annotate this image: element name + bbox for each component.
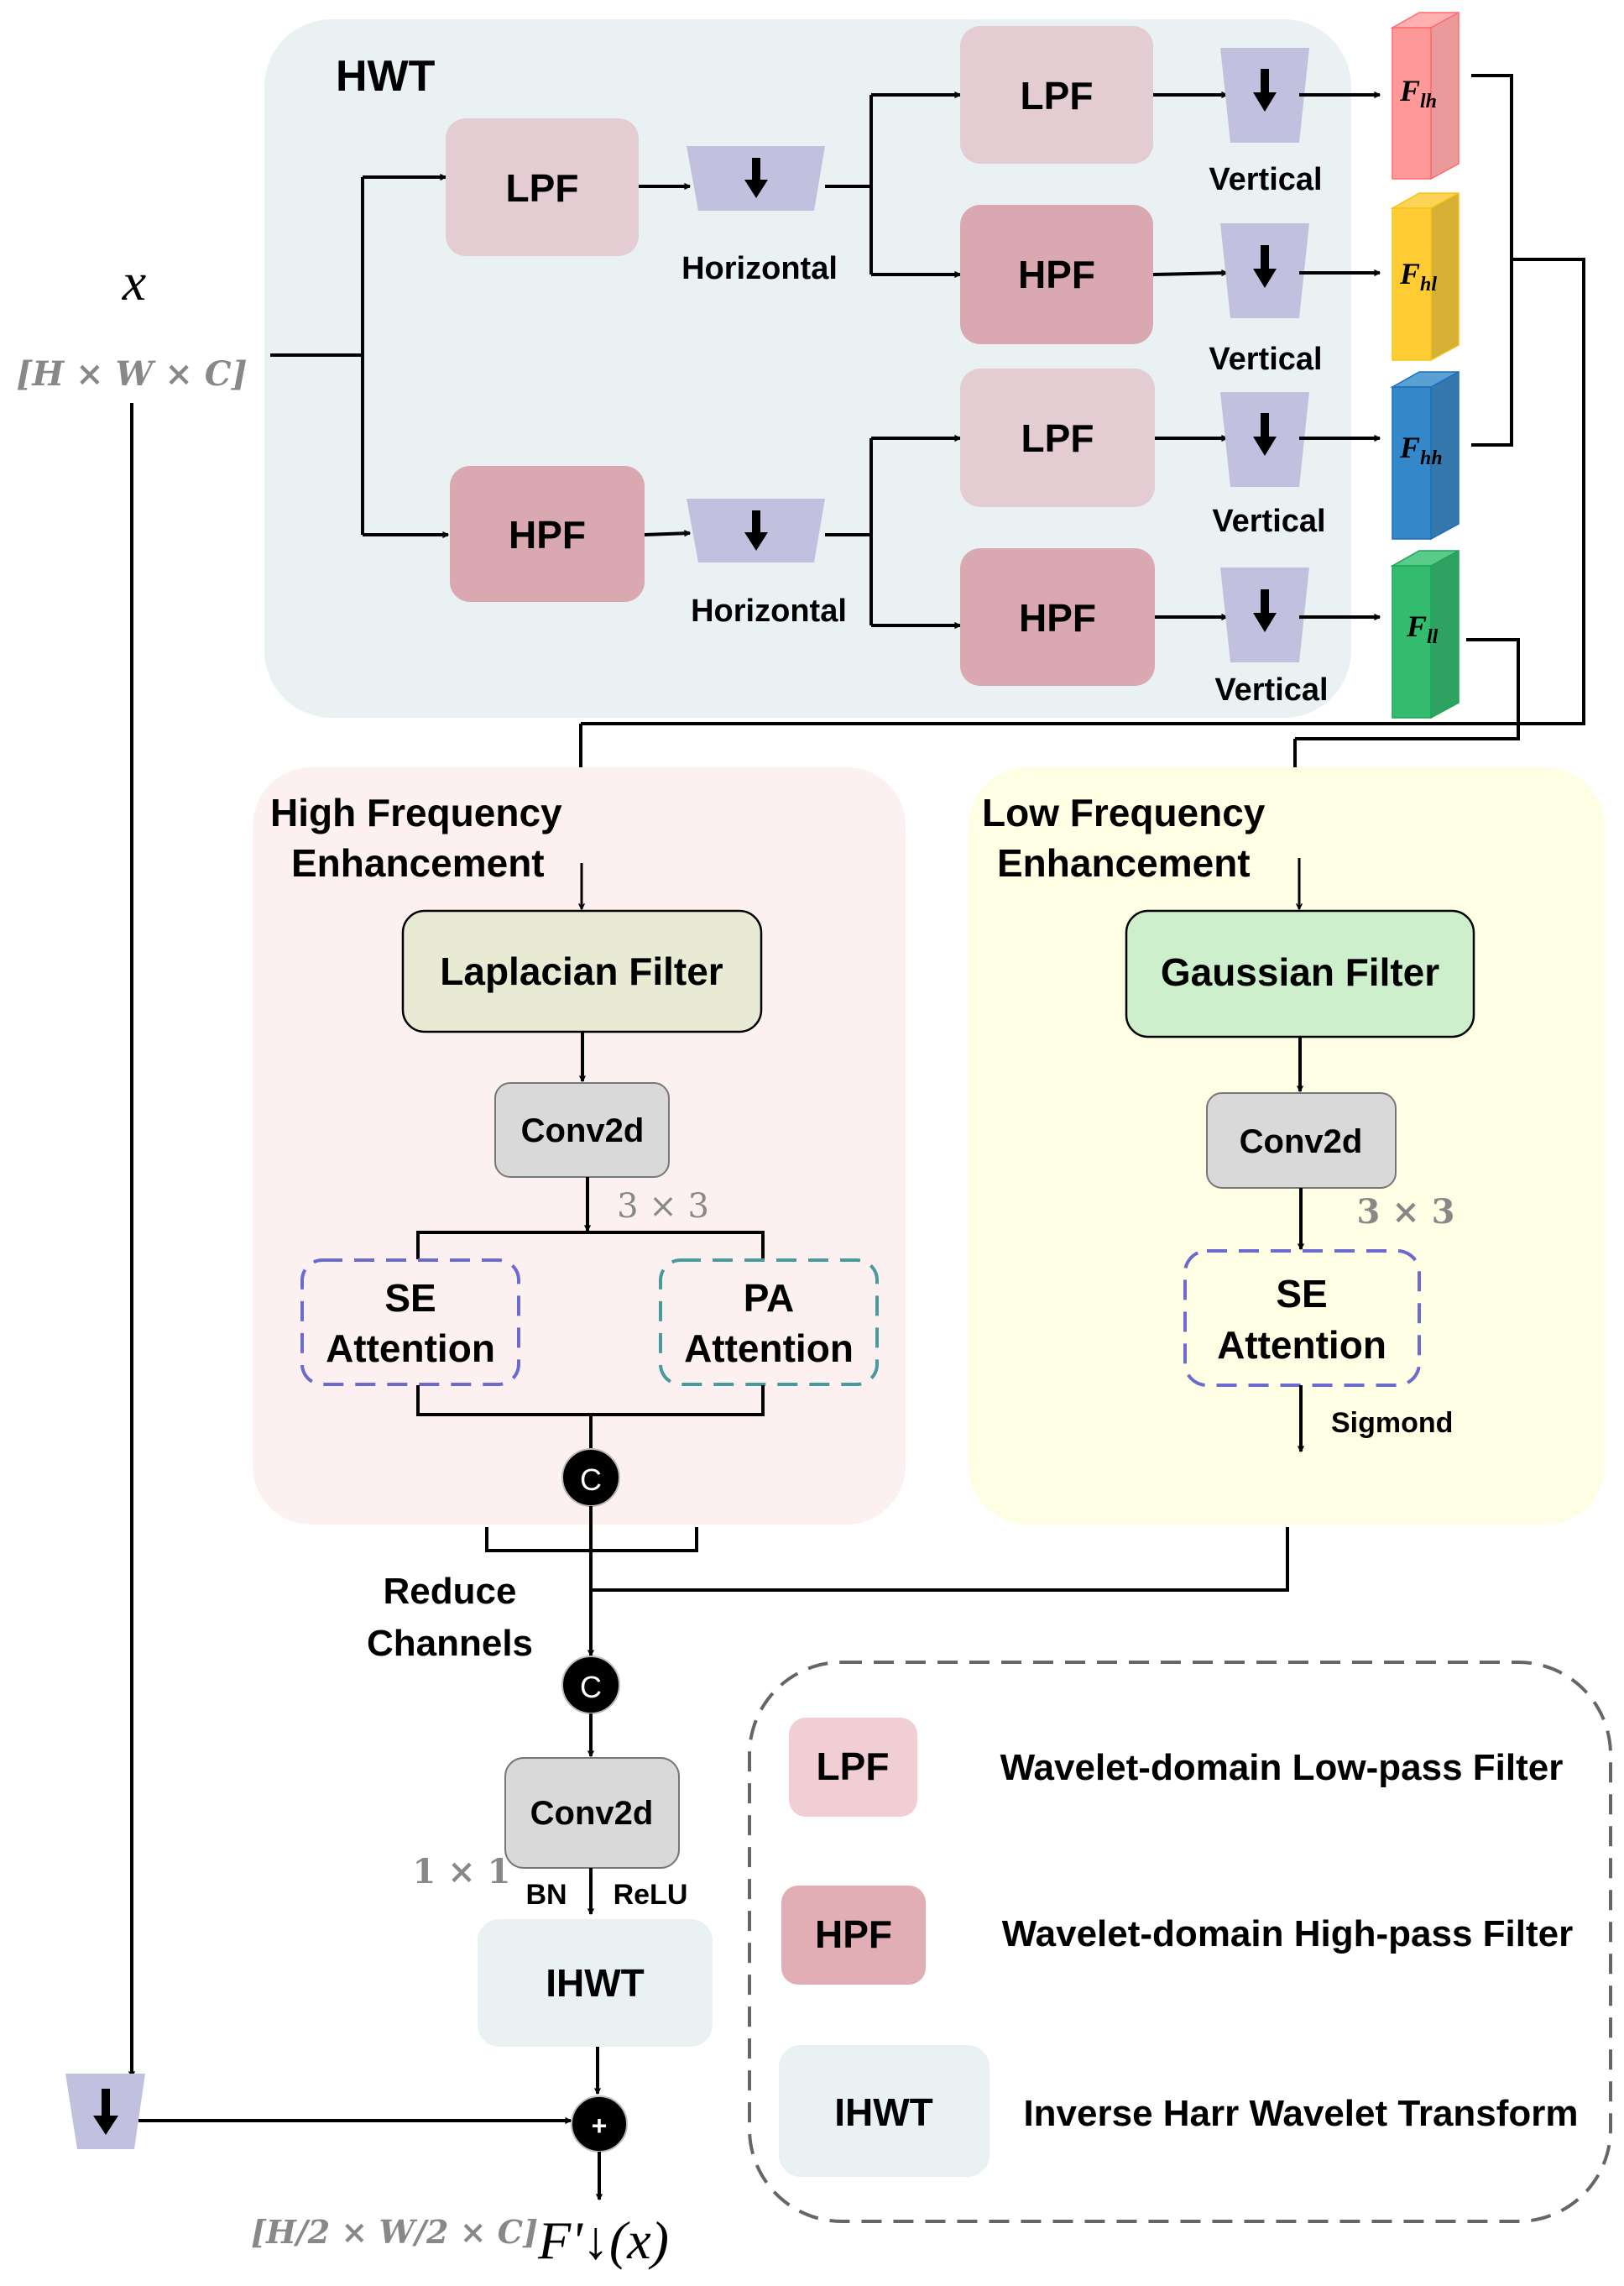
svg-text:F: F [1399, 257, 1420, 290]
svg-text:HPF: HPF [815, 1912, 892, 1956]
feature-cube-hl: F hl [1390, 191, 1460, 362]
hwt-lpf-2a: LPF [960, 26, 1153, 164]
svg-text:SE: SE [384, 1276, 436, 1320]
svg-text:hl: hl [1420, 274, 1437, 296]
concat-node-fusion: C [561, 1656, 620, 1714]
svg-text:LPF: LPF [1021, 416, 1094, 460]
svg-text:IHWT: IHWT [546, 1961, 645, 2005]
svg-text:lh: lh [1420, 91, 1437, 112]
feature-cube-ll: F ll [1390, 549, 1460, 719]
legend-item-lpf: LPF Wavelet-domain Low-pass Filter [789, 1718, 1563, 1817]
svg-text:Wavelet-domain High-pass Filte: Wavelet-domain High-pass Filter [1002, 1913, 1573, 1954]
bn-label: BN [525, 1879, 567, 1911]
add-node: + [571, 2095, 628, 2153]
down-arrow-icon [1253, 589, 1277, 632]
laplacian-filter-box: Laplacian Filter [401, 909, 763, 1033]
down-arrow-icon [744, 510, 768, 551]
hwt-hpf-1: HPF [450, 466, 645, 602]
svg-text:IHWT: IHWT [834, 2090, 933, 2134]
svg-text:Conv2d: Conv2d [521, 1112, 645, 1149]
svg-text:Vertical: Vertical [1209, 342, 1322, 377]
downsample-vertical-1: Vertical [1153, 48, 1380, 197]
output-shape: [H/2 × W/2 × C] [251, 2213, 538, 2251]
pa-attention-box: PA Attention [659, 1258, 879, 1386]
svg-text:Attention: Attention [326, 1326, 495, 1370]
lf-kernel-size: 3 × 3 [1356, 1192, 1454, 1232]
svg-text:Vertical: Vertical [1214, 672, 1328, 708]
hwt-title: HWT [336, 52, 436, 101]
svg-text:LPF: LPF [817, 1745, 890, 1788]
down-arrow-icon [744, 158, 768, 198]
hwt-lpf-1: LPF [446, 118, 639, 256]
down-arrow-icon [1253, 245, 1277, 288]
svg-text:Gaussian Filter: Gaussian Filter [1161, 950, 1439, 994]
svg-text:Laplacian Filter: Laplacian Filter [440, 949, 723, 993]
svg-text:PA: PA [744, 1276, 795, 1320]
legend-item-ihwt: IHWT Inverse Harr Wavelet Transform [779, 2045, 1579, 2177]
input-symbol: x [122, 252, 146, 311]
downsample-horizontal-1 [687, 146, 825, 211]
svg-text:SE: SE [1276, 1272, 1327, 1316]
svg-text:Attention: Attention [684, 1326, 854, 1370]
down-arrow-icon [93, 2089, 118, 2135]
high-frequency-title-1: High Frequency [270, 791, 562, 834]
svg-text:HPF: HPF [509, 513, 586, 557]
concat-node-hf: C [561, 1448, 620, 1507]
hf-kernel-size: 3 × 3 [617, 1187, 709, 1226]
se-attention-box-hf: SE Attention [300, 1258, 520, 1386]
svg-text:C: C [580, 1462, 602, 1497]
hf-conv2d-box: Conv2d [494, 1082, 670, 1178]
downsample-horizontal-2 [687, 499, 825, 562]
se-attention-box-lf: SE Attention [1183, 1249, 1421, 1387]
reduce-channels-line2: Channels [367, 1623, 533, 1664]
down-arrow-icon [1253, 413, 1277, 456]
svg-text:LPF: LPF [506, 166, 579, 210]
down-arrow-icon [1253, 69, 1277, 112]
hwt-hpf-2a: HPF [960, 205, 1153, 344]
fusion-kernel-size: 1 × 1 [412, 1852, 510, 1891]
svg-text:HPF: HPF [1018, 253, 1095, 296]
skip-downsample [65, 2074, 145, 2149]
svg-text:Attention: Attention [1217, 1323, 1386, 1367]
relu-label: ReLU [614, 1879, 688, 1911]
svg-text:Inverse Harr Wavelet Transform: Inverse Harr Wavelet Transform [1023, 2093, 1578, 2134]
svg-text:C: C [580, 1670, 602, 1704]
svg-text:F: F [1399, 431, 1420, 464]
feature-cube-lh: F lh [1390, 11, 1460, 180]
downsample-vertical-3: Vertical [1155, 392, 1380, 539]
svg-text:+: + [592, 2111, 608, 2141]
ihwt-box: IHWT [478, 1919, 713, 2047]
downsample-vertical-2: Vertical [1152, 223, 1380, 377]
svg-text:Wavelet-domain Low-pass Filter: Wavelet-domain Low-pass Filter [1000, 1747, 1564, 1788]
output-symbol: F'↓(x) [537, 2210, 669, 2270]
reduce-channels-line1: Reduce [384, 1571, 517, 1612]
svg-text:hh: hh [1420, 447, 1443, 469]
input-shape: [H × W × C] [16, 354, 247, 394]
svg-text:F: F [1406, 609, 1427, 643]
horizontal-label-1: Horizontal [681, 251, 838, 286]
hwt-hpf-2b: HPF [960, 548, 1155, 686]
horizontal-label-2: Horizontal [691, 594, 847, 629]
low-frequency-title-1: Low Frequency [982, 791, 1266, 834]
legend-item-hpf: HPF Wavelet-domain High-pass Filter [781, 1886, 1573, 1985]
svg-text:Conv2d: Conv2d [1240, 1123, 1363, 1160]
gaussian-filter-box: Gaussian Filter [1125, 909, 1475, 1038]
lf-conv2d-box: Conv2d [1206, 1092, 1397, 1189]
high-frequency-title-2: Enhancement [291, 841, 545, 885]
svg-text:F: F [1399, 74, 1420, 107]
legend-box [748, 1661, 1612, 2223]
svg-text:Vertical: Vertical [1209, 162, 1322, 197]
low-frequency-title-2: Enhancement [997, 841, 1251, 885]
svg-text:HPF: HPF [1019, 596, 1096, 640]
svg-text:Vertical: Vertical [1212, 504, 1325, 539]
svg-text:ll: ll [1427, 626, 1439, 648]
hwt-lpf-2b: LPF [960, 369, 1155, 507]
fusion-conv2d-box: Conv2d [504, 1757, 680, 1869]
sigmoid-label: Sigmond [1331, 1407, 1453, 1439]
downsample-vertical-4: Vertical [1155, 568, 1380, 708]
svg-text:LPF: LPF [1021, 74, 1094, 118]
svg-text:Conv2d: Conv2d [530, 1795, 654, 1832]
feature-cube-hh: F hh [1390, 370, 1460, 541]
